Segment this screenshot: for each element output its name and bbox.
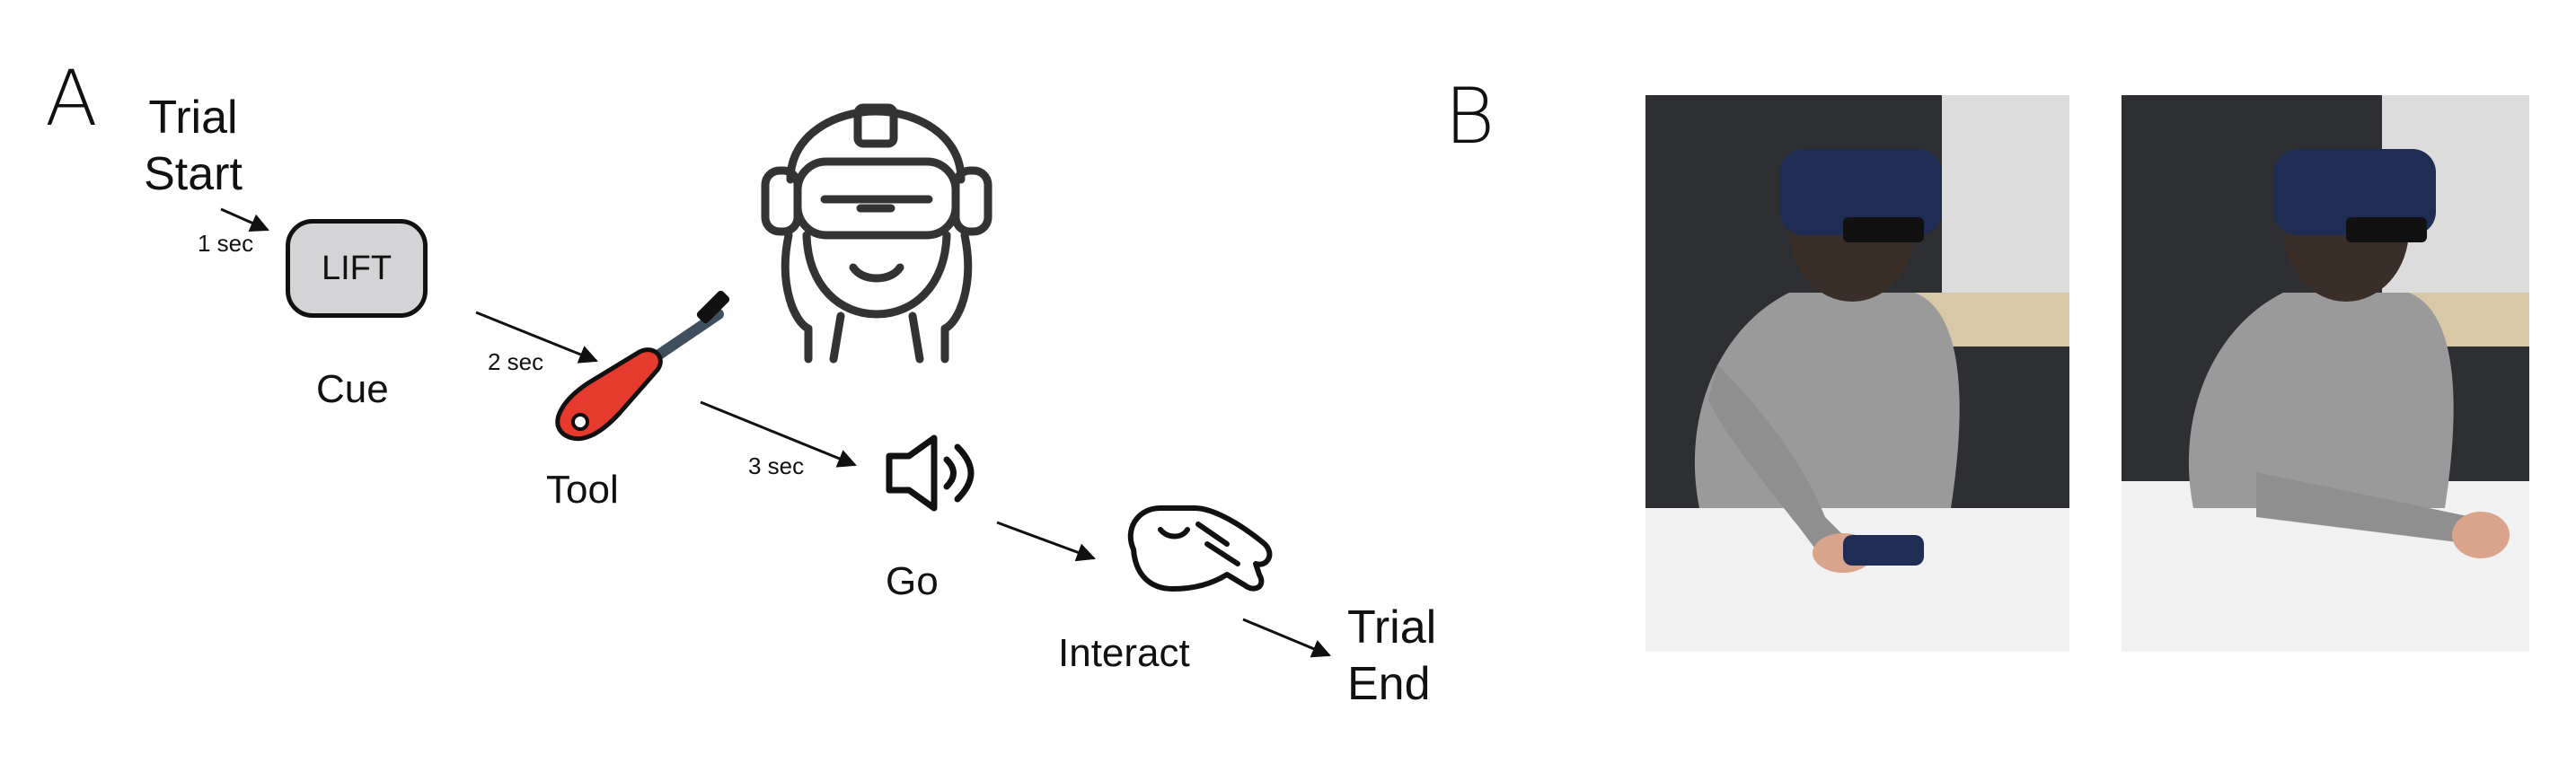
- photo-participant-empty-hand: [2122, 95, 2529, 652]
- interact-label: Interact: [1058, 631, 1190, 675]
- go-label: Go: [886, 559, 939, 603]
- arrow-go-to-interact: [996, 521, 1096, 562]
- speaker-icon: [886, 434, 975, 512]
- screwdriver-icon: [555, 290, 730, 442]
- trial-end-label: Trial End: [1347, 601, 1437, 711]
- arrow-cue-to-tool: [475, 311, 598, 364]
- panel-a-flow-diagram: [220, 103, 1331, 658]
- arrow-start-to-cue: [220, 207, 269, 232]
- tool-label: Tool: [546, 468, 619, 512]
- delay-2-label: 2 sec: [488, 348, 544, 375]
- vr-headset-person-icon: [761, 103, 992, 364]
- trial-start-label: Trial Start: [144, 92, 243, 201]
- lift-cue-text: LIFT: [321, 249, 393, 287]
- delay-1-label: 1 sec: [198, 230, 254, 257]
- grasping-hand-icon: [1127, 505, 1273, 592]
- cue-label: Cue: [316, 367, 389, 411]
- panel-a-letter: A: [45, 54, 98, 144]
- delay-3-label: 3 sec: [748, 452, 805, 479]
- photo-participant-holding-controller: [1645, 95, 2069, 652]
- panel-b-letter: B: [1444, 72, 1495, 162]
- arrow-tool-to-go: [700, 400, 857, 468]
- lift-cue-box: LIFT: [286, 219, 428, 318]
- arrow-interact-to-end: [1242, 618, 1331, 658]
